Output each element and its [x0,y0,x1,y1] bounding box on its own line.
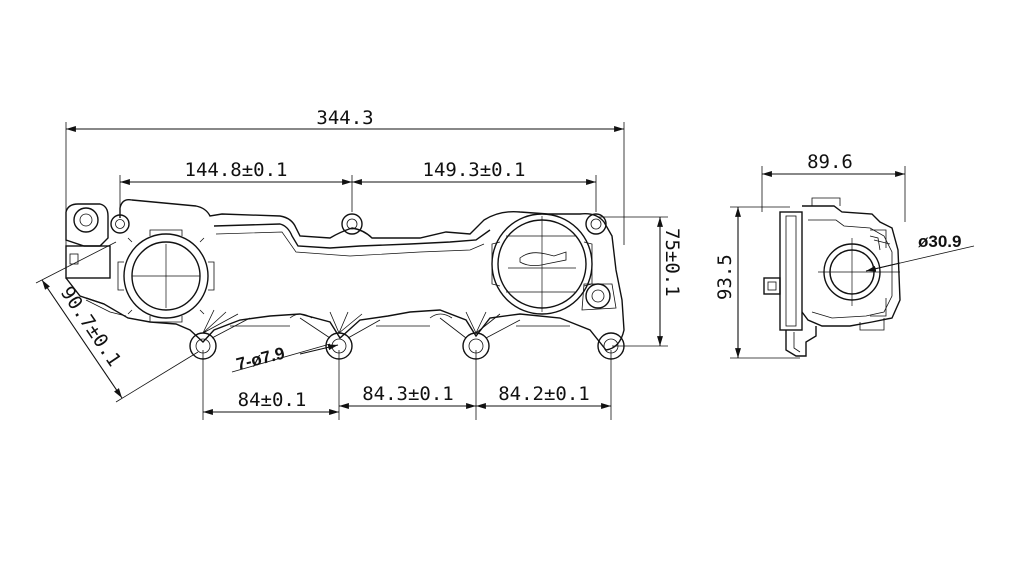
side-height-label: 93.5 [714,254,736,300]
dimension-height-right: 75±0.1 [598,216,683,347]
bore-diameter-label: ø30.9 [918,232,961,251]
lower-spacing-1-label: 84±0.1 [238,389,307,411]
upper-spacing-right-label: 149.3±0.1 [423,159,526,181]
front-view: 344.3 144.8±0.1 149.3±0.1 75±0.1 90.7±0.… [35,107,683,420]
dimension-side-height: 93.5 [714,206,800,359]
dimension-upper-spacing: 144.8±0.1 149.3±0.1 [119,159,597,212]
rib-lines [202,309,570,339]
hole-callout-label: 7-ø7.9 [234,344,286,374]
side-profile [763,197,901,357]
dimension-lower-spacing: 84±0.1 84.3±0.1 84.2±0.1 [202,350,612,420]
upper-spacing-left-label: 144.8±0.1 [185,159,288,181]
left-port [117,229,215,323]
valve-cover-outline [65,198,625,351]
overall-length-label: 344.3 [316,107,373,129]
lower-spacing-2-label: 84.3±0.1 [362,383,454,405]
bore-diameter-callout: ø30.9 [865,232,975,272]
oil-filler-cap [491,213,593,315]
side-width-label: 89.6 [807,151,853,173]
dimension-side-width: 89.6 [761,151,906,222]
diagonal-left-label: 90.7±0.1 [56,282,125,370]
height-right-label: 75±0.1 [661,228,683,297]
lower-spacing-3-label: 84.2±0.1 [498,383,590,405]
hole-callout: 7-ø7.9 [231,344,339,374]
side-view: 89.6 93.5 ø30.9 [714,151,975,359]
